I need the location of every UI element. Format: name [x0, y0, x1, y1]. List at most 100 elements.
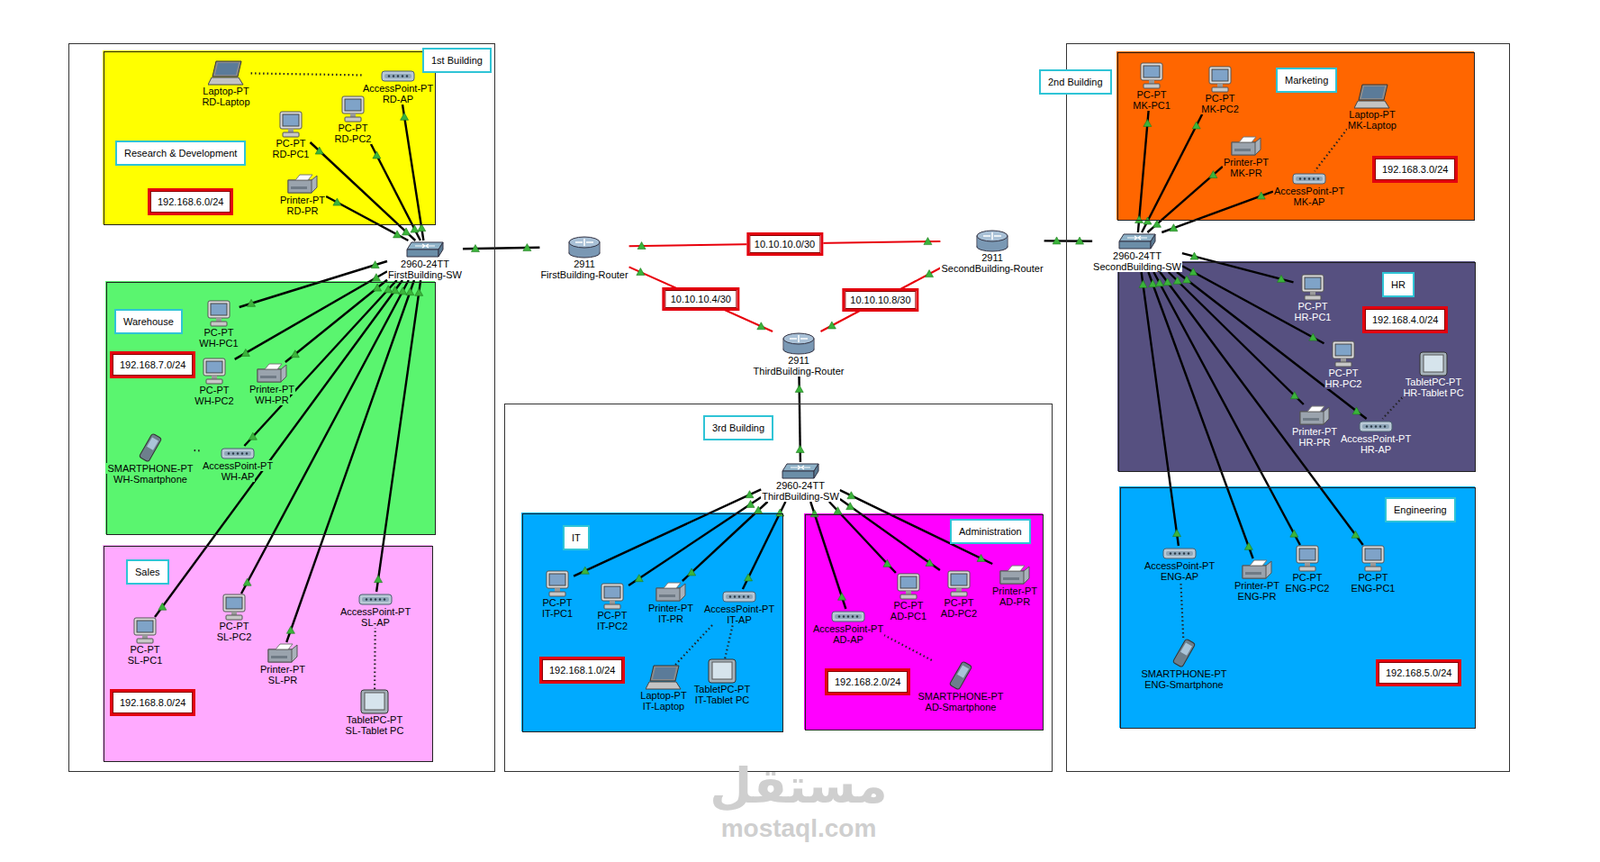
device-label: AD-AP: [831, 633, 865, 645]
label-holder: 192.168.3.0/24: [1372, 155, 1458, 183]
pc-device: PC-PTMK-PC2: [1200, 65, 1240, 115]
device-label: HR-PR: [1298, 436, 1332, 448]
pc-icon: [1206, 65, 1234, 93]
tablet-icon: [1419, 351, 1448, 377]
label-holder: 192.168.1.0/24: [539, 656, 625, 684]
subnet-label: 192.168.7.0/24: [109, 351, 196, 379]
smartphone-device: SMARTPHONE-PTAD-Smartphone: [916, 659, 1004, 713]
wireless-link: [1382, 397, 1402, 419]
link-light: [384, 285, 393, 293]
pc-icon: [339, 95, 367, 123]
access-point: AccessPoint-PTENG-AP: [1143, 545, 1216, 582]
wireless-link: [251, 72, 362, 75]
ap-icon: [1292, 171, 1327, 186]
network-device-label: 2911: [786, 354, 811, 366]
device-label: WH-AP: [220, 470, 256, 482]
device-label: IT-AP: [725, 614, 753, 625]
device-label: PC-PT: [1292, 571, 1324, 583]
label-holder: 3rd Building: [703, 415, 774, 441]
link-light: [400, 112, 409, 120]
link-light: [883, 559, 892, 567]
wireless-link: [1180, 581, 1184, 638]
label-holder: 192.168.7.0/24: [109, 351, 196, 379]
department-zone: HR192.168.4.0/24PC-PTHR-PC1PC-PTHR-PC2Ta…: [1118, 262, 1476, 472]
device-label: Printer-PT: [991, 585, 1039, 597]
printer-device: Printer-PTSL-PR: [259, 641, 307, 686]
label-holder: Sales: [126, 559, 170, 585]
link-light: [745, 490, 754, 498]
device-label: PC-PT: [202, 326, 235, 338]
serial-link: [629, 266, 774, 332]
building-label: 1st Building: [422, 47, 492, 73]
device-label: IT-Laptop: [641, 700, 686, 712]
laptop-icon: [1354, 83, 1391, 109]
department-title: HR: [1382, 271, 1415, 298]
device-label: IT-PC2: [596, 620, 629, 632]
access-point: AccessPoint-PTSL-AP: [339, 591, 412, 628]
access-point: AccessPoint-PTMK-AP: [1273, 171, 1346, 208]
device-label: MK-Laptop: [1346, 119, 1398, 131]
printer-icon: [286, 172, 319, 195]
smartphone-device: SMARTPHONE-PTENG-Smartphone: [1139, 637, 1228, 690]
label-holder: 192.168.5.0/24: [1375, 659, 1462, 687]
link-light: [1143, 118, 1152, 127]
ethernet-link: [1153, 271, 1301, 545]
device-label: Printer-PT: [259, 663, 307, 675]
link-light: [1256, 191, 1266, 199]
link-light: [241, 348, 250, 356]
pc-device: PC-PTWH-PC2: [193, 357, 235, 407]
department-title: Warehouse: [114, 308, 183, 335]
link-light: [744, 573, 753, 581]
ethernet-link: [154, 280, 403, 617]
pc-icon: [598, 582, 626, 610]
phone-icon: [1171, 637, 1197, 669]
building-zone: 3rd Building2960-24TTThirdBuilding-SWIT1…: [504, 403, 1053, 772]
device-label: Laptop-PT: [201, 85, 250, 97]
link-light: [810, 509, 819, 517]
ethernet-link: [1147, 166, 1223, 233]
label-holder: Administration: [949, 518, 1031, 544]
device-label: AccessPoint-PT: [703, 603, 776, 615]
building-zone: 2nd BuildingMarketing192.168.3.0/24PC-PT…: [1066, 43, 1510, 772]
device-label: AccessPoint-PT: [361, 82, 434, 94]
pc-icon: [543, 569, 571, 597]
printer-device: Printer-PTWH-PR: [248, 361, 296, 406]
subnet-label: 192.168.8.0/24: [109, 688, 196, 716]
pc-device: PC-PTRD-PC2: [334, 95, 373, 145]
device-label: MK-PC1: [1131, 99, 1172, 111]
pc-device: PC-PTIT-PC1: [541, 569, 574, 619]
device-label: HR-AP: [1359, 443, 1393, 455]
link-light: [1173, 529, 1182, 537]
device-label: Printer-PT: [1233, 579, 1281, 591]
router-icon: [567, 235, 602, 259]
device-label: SL-PC2: [216, 631, 254, 642]
link-light: [580, 566, 589, 574]
link-light: [757, 322, 766, 330]
network-device-label: 2960-24TT: [775, 479, 826, 491]
pc-icon: [277, 110, 305, 138]
link-light: [406, 288, 415, 296]
switch-icon: [406, 240, 444, 259]
label-holder: 10.10.10.0/30: [746, 232, 823, 256]
ethernet-link: [1148, 271, 1253, 559]
watermark: mostaql.com: [721, 815, 877, 841]
pc-icon: [894, 572, 923, 600]
printer-icon: [654, 580, 688, 603]
link-light: [637, 242, 646, 250]
access-point: AccessPoint-PTWH-AP: [201, 445, 274, 482]
access-point: AccessPoint-PTRD-AP: [361, 68, 434, 105]
link-light: [687, 568, 697, 576]
label-holder: 1st Building: [422, 47, 492, 73]
wireless-link: [1314, 128, 1347, 172]
link-light: [976, 553, 986, 561]
router-icon: [781, 331, 816, 355]
device-label: PC-PT: [198, 384, 230, 396]
device-label: HR-Tablet PC: [1401, 387, 1465, 398]
device-label: WH-PC2: [193, 395, 235, 407]
link-light: [398, 287, 407, 295]
ethernet-link: [370, 144, 421, 241]
link-light: [158, 602, 167, 610]
ethernet-link: [628, 497, 761, 586]
ap-icon: [358, 591, 393, 606]
